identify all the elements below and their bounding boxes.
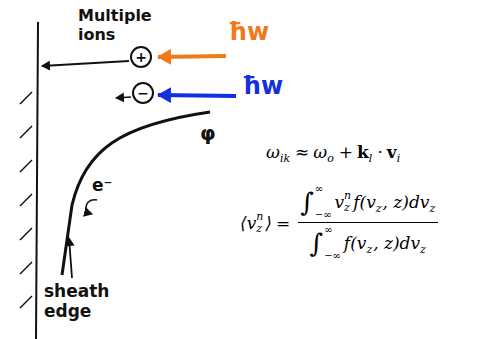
math-subscript: o	[327, 152, 334, 165]
laser-arrow	[158, 56, 226, 57]
potential-label: φ	[200, 121, 216, 145]
wall-hatching	[20, 92, 32, 308]
math-script: nz	[256, 211, 263, 234]
math-subscript: z	[344, 202, 351, 214]
math-operator: +	[339, 142, 353, 162]
math-superscript: n	[344, 190, 351, 202]
group-label: Multiple ions	[78, 6, 170, 44]
denominator: ∫∞−∞f(vz, z)dvz	[308, 225, 429, 261]
math-symbol: ω	[266, 142, 280, 162]
laser-arrow	[158, 95, 236, 96]
sheath-label: sheath edge	[44, 281, 112, 322]
fraction-bar	[298, 222, 438, 223]
integral-limits: ∞ −∞	[315, 184, 332, 220]
integral-sign: ∫	[310, 230, 324, 256]
ion-flux-arrow	[42, 61, 129, 66]
math-subscript: z	[366, 243, 372, 256]
electron-label: e⁻	[92, 175, 113, 195]
math-subscript: ik	[280, 152, 290, 165]
sheath-edge-curve	[62, 112, 210, 275]
math-script: nz	[344, 190, 351, 213]
upper-limit: ∞	[315, 184, 332, 194]
math-subscript: z	[376, 202, 382, 215]
wall	[36, 22, 38, 339]
math-vector: k	[357, 142, 369, 162]
photon-label: ħw	[228, 18, 269, 47]
math-symbol: v	[335, 192, 345, 212]
math-subscript: i	[397, 152, 401, 165]
ion-circle: +	[130, 46, 152, 68]
integral-limits: ∞ −∞	[324, 225, 341, 261]
ion-charge: +	[135, 50, 147, 64]
ion-charge: −	[137, 86, 149, 100]
electron-orbit	[86, 200, 97, 214]
lower-limit: −∞	[315, 210, 332, 220]
equation: ⟨vnz⟩=∫∞−∞vnzf(vz, z)dvz∫∞−∞f(vz, z)dvz	[240, 184, 438, 261]
math-symbol: ⟨v	[240, 213, 256, 233]
integral-sign: ∫	[300, 189, 314, 215]
math-subscript: l	[369, 152, 373, 165]
equation-lhs: ⟨vnz⟩=	[240, 211, 294, 234]
math-symbol: ⟩	[265, 213, 272, 233]
fraction: ∫∞−∞vnzf(vz, z)dvz∫∞−∞f(vz, z)dvz	[298, 184, 438, 261]
ion-circle: −	[132, 82, 154, 104]
leader-line	[69, 238, 72, 278]
ion-drift-arrow	[116, 97, 131, 98]
photon-label: ħw	[242, 72, 283, 101]
math-operator: ≈	[295, 142, 309, 162]
math-subscript: z	[429, 202, 435, 215]
math-subscript: z	[256, 223, 263, 235]
math-superscript: n	[256, 211, 263, 223]
math-subscript: z	[420, 243, 426, 256]
lower-limit: −∞	[324, 251, 341, 261]
math-symbol: f(v	[353, 192, 376, 212]
upper-limit: ∞	[324, 225, 341, 235]
math-operator: ·	[377, 142, 382, 162]
math-symbol: , z)dv	[383, 192, 430, 212]
math-symbol: f(v	[344, 233, 367, 253]
math-operator: =	[276, 213, 290, 233]
equation: ωik≈ωo+kl·vi	[266, 142, 401, 162]
math-symbol: , z)dv	[373, 233, 420, 253]
math-vector: v	[387, 142, 397, 162]
math-symbol: ω	[313, 142, 327, 162]
numerator: ∫∞−∞vnzf(vz, z)dvz	[298, 184, 438, 220]
